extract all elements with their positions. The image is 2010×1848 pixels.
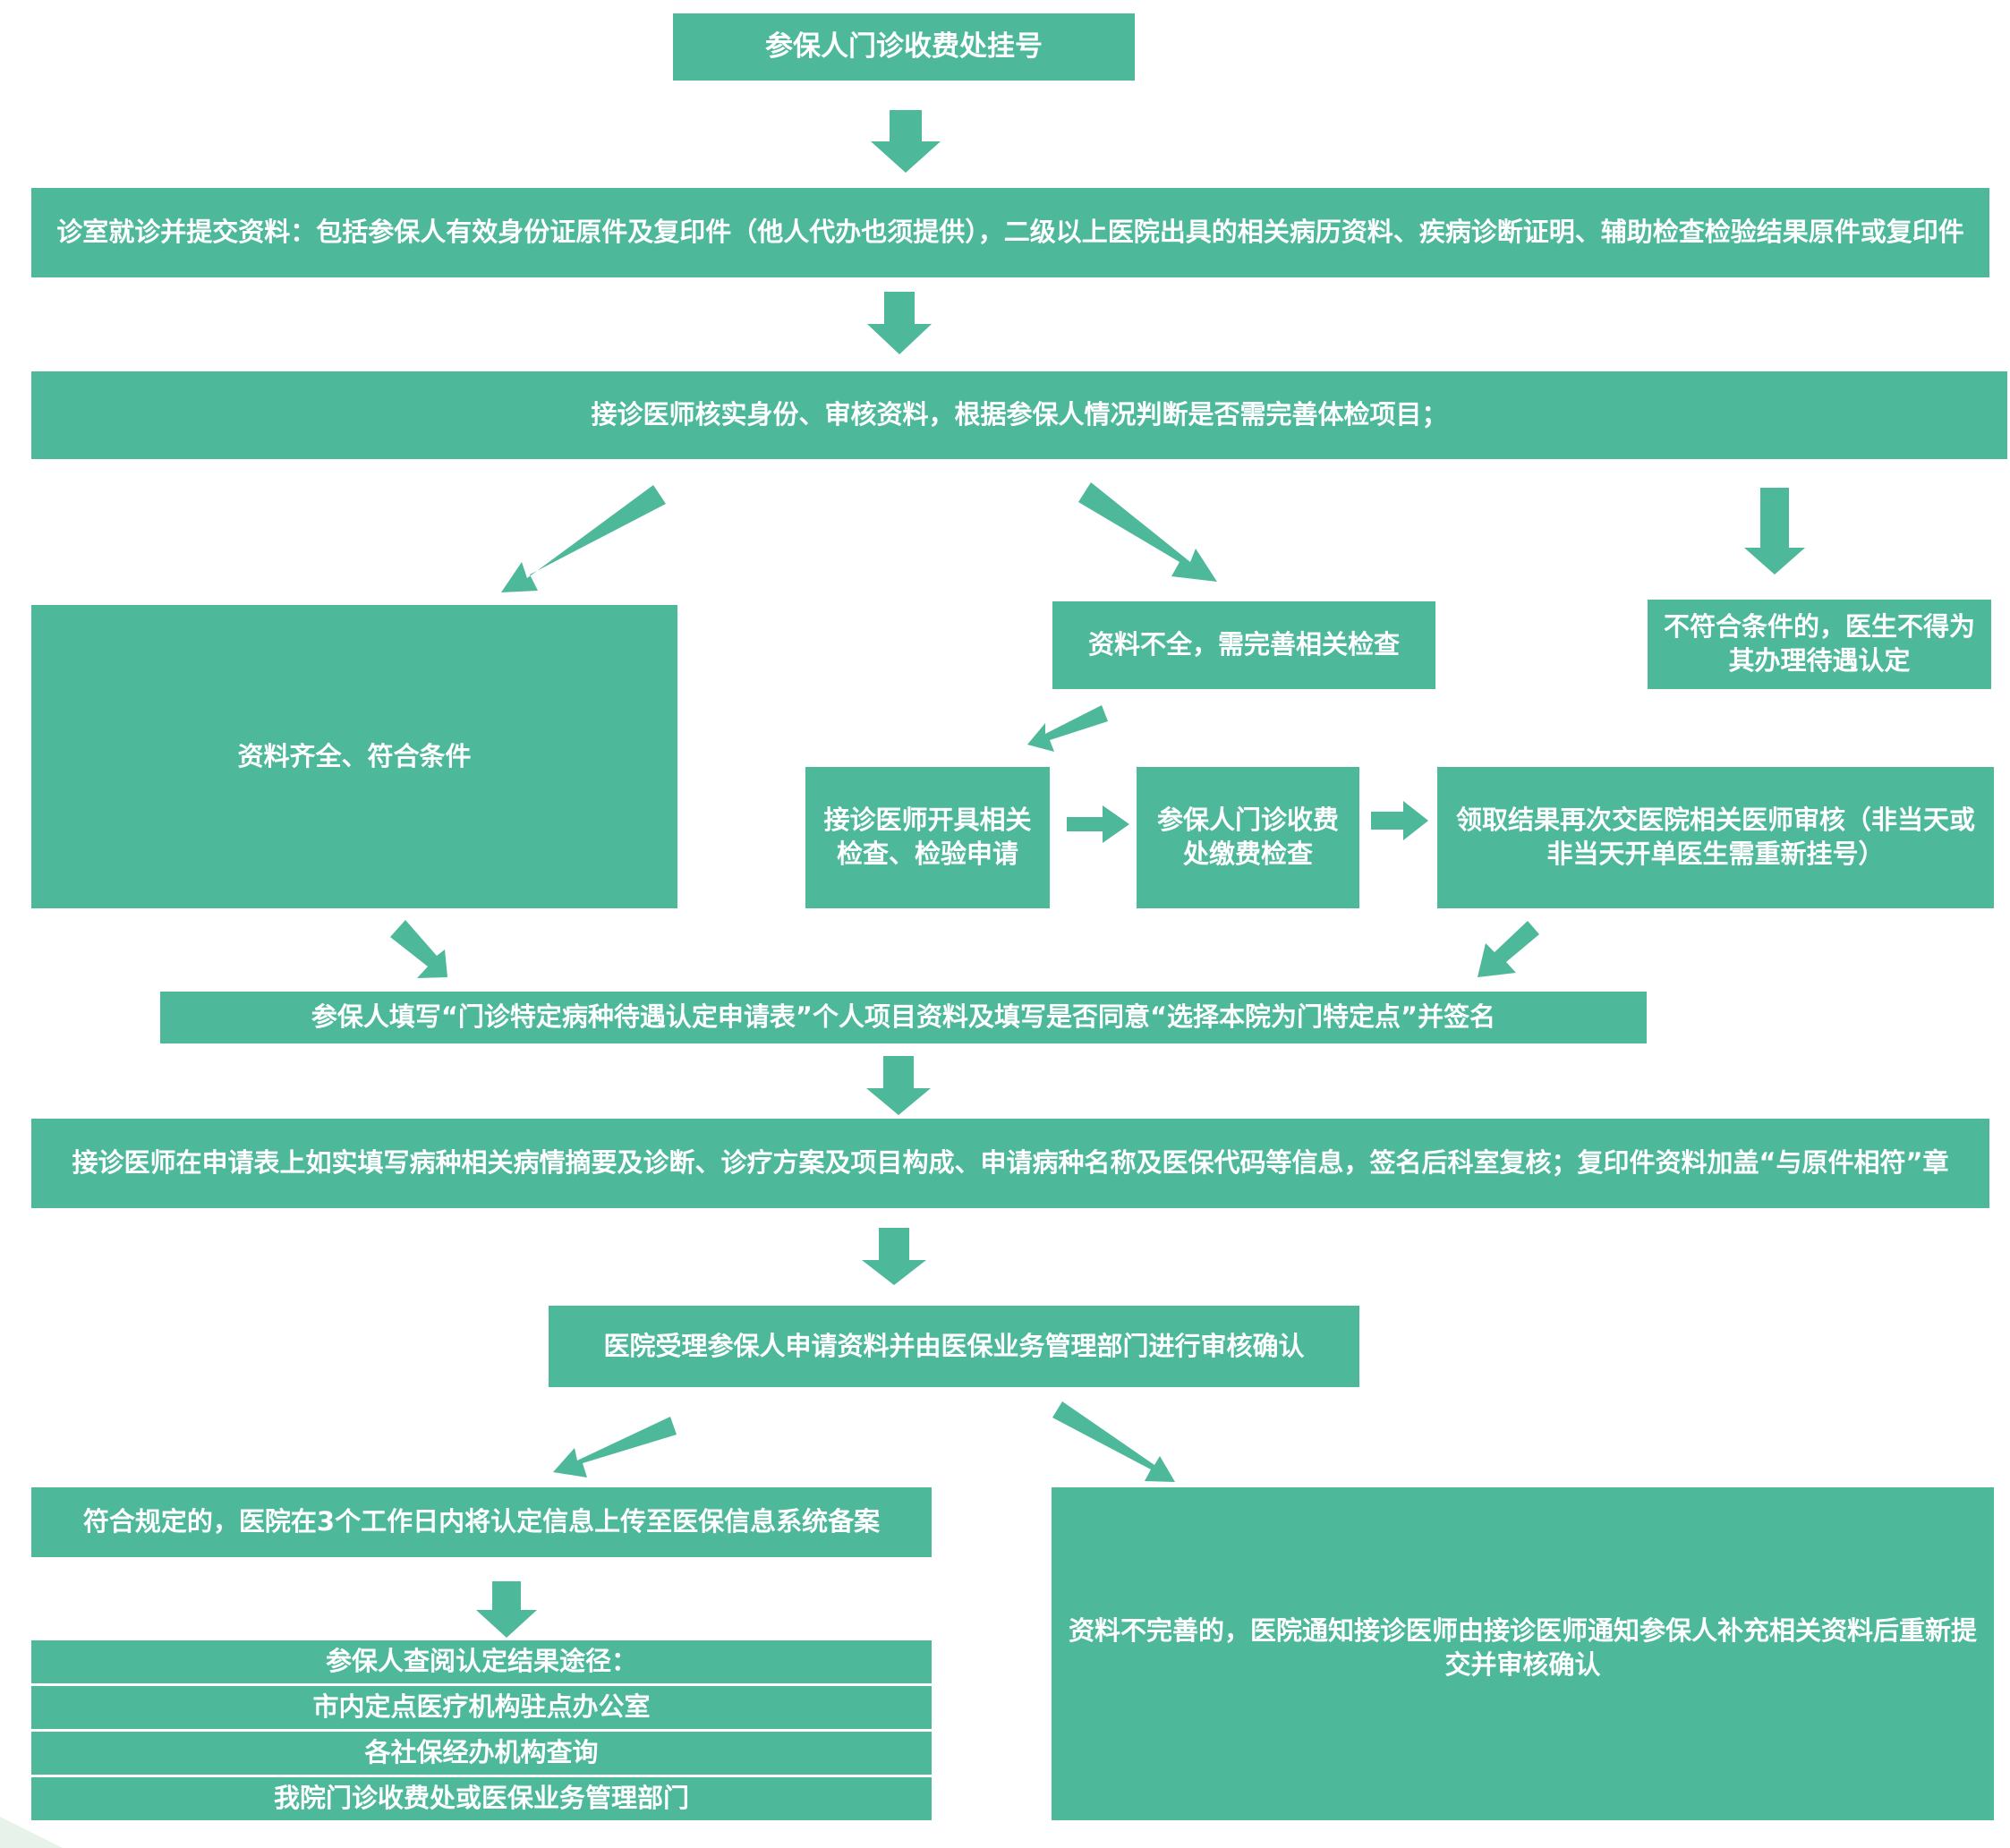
arrow-diag-right-2 — [390, 920, 447, 978]
exam-pay: 参保人门诊收费处缴费检查 — [1137, 767, 1359, 908]
result-rejected: 资料不完善的，医院通知接诊医师由接诊医师通知参保人补充相关资料后重新提交并审核确… — [1052, 1487, 1994, 1820]
step-doctor-verify: 接诊医师核实身份、审核资料，根据参保人情况判断是否需完善体检项目； — [31, 371, 2007, 459]
branch-incomplete: 资料不全，需完善相关检查 — [1052, 601, 1435, 689]
arrow-down-1 — [871, 110, 941, 173]
exam-request: 接诊医师开具相关检查、检验申请 — [805, 767, 1050, 908]
branch-complete: 资料齐全、符合条件 — [31, 605, 677, 908]
arrow-diag-right-3 — [1052, 1401, 1175, 1482]
query-item: 市内定点医疗机构驻点办公室 — [31, 1686, 932, 1729]
query-title: 参保人查阅认定结果途径： — [31, 1640, 932, 1683]
arrow-down-5 — [476, 1581, 537, 1638]
arrow-right-1 — [1067, 805, 1129, 843]
arrow-diag-left-2 — [1027, 705, 1108, 752]
branch-ineligible: 不符合条件的，医生不得为其办理待遇认定 — [1648, 600, 1991, 689]
corner-decoration — [0, 1817, 63, 1848]
arrow-down-2 — [867, 292, 932, 354]
step-register: 参保人门诊收费处挂号 — [673, 13, 1135, 81]
arrow-diag-left-1 — [501, 485, 666, 592]
arrow-down-3 — [866, 1056, 931, 1115]
arrow-down-4 — [862, 1228, 926, 1285]
arrow-down-right — [1744, 488, 1805, 575]
step-submit-materials: 诊室就诊并提交资料：包括参保人有效身份证原件及复印件（他人代办也须提供），二级以… — [31, 188, 1989, 277]
result-approved: 符合规定的，医院在3个工作日内将认定信息上传至医保信息系统备案 — [31, 1487, 932, 1557]
arrow-right-2 — [1371, 801, 1428, 840]
arrow-diag-left-3 — [1478, 921, 1539, 977]
arrow-diag-right-1 — [1078, 482, 1217, 582]
query-item: 我院门诊收费处或医保业务管理部门 — [31, 1777, 932, 1820]
hospital-review: 医院受理参保人申请资料并由医保业务管理部门进行审核确认 — [549, 1306, 1359, 1387]
exam-result-review: 领取结果再次交医院相关医师审核（非当天或非当天开单医生需重新挂号） — [1437, 767, 1994, 908]
doctor-fill-form: 接诊医师在申请表上如实填写病种相关病情摘要及诊断、诊疗方案及项目构成、申请病种名… — [31, 1119, 1989, 1208]
query-item: 各社保经办机构查询 — [31, 1732, 932, 1775]
fill-application-form: 参保人填写“门诊特定病种待遇认定申请表”个人项目资料及填写是否同意“选择本院为门… — [160, 992, 1647, 1043]
arrow-diag-left-4 — [553, 1417, 677, 1478]
